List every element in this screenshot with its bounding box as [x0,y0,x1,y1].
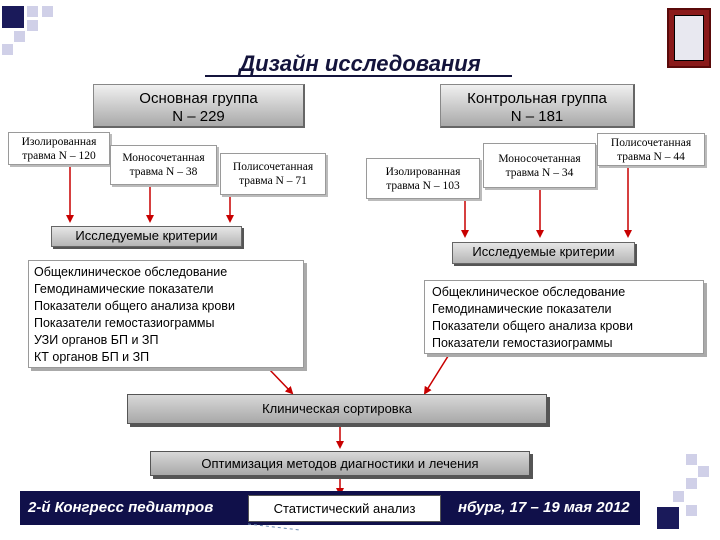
control-group-label: Контрольная группа [467,90,607,107]
main-isolated-trauma-count: травма N – 120 [22,149,96,162]
control-mono-trauma-label: Моносочетанная [498,152,581,165]
main-criteria-header: Исследуемые критерии [51,226,242,247]
main-mono-trauma-count: травма N – 38 [129,166,198,178]
control-criteria-header: Исследуемые критерии [452,242,635,264]
main-group-count: N – 229 [172,108,225,125]
main-poly-trauma-label: Полисочетанная [232,161,314,173]
control-criteria-list: Общеклиническое обследование Гемодинамич… [424,280,704,354]
main-poly-trauma-count: травма N – 71 [239,175,307,187]
main-mono-trauma-box: Моносочетанная травма N – 38 [110,145,217,185]
main-poly-trauma-box: Полисочетанная травма N – 71 [220,153,326,195]
main-criteria-item: Показатели общего анализа крови [34,299,235,313]
control-poly-trauma-count: травма N – 44 [617,150,685,163]
control-criteria-item: Гемодинамические показатели [432,302,612,316]
control-group-count: N – 181 [510,108,564,125]
main-criteria-item: УЗИ органов БП и ЗП [34,333,159,347]
main-criteria-item: Гемодинамические показатели [34,282,214,296]
main-group-label: Основная группа [139,90,258,107]
control-group-box: Контрольная группа N – 181 [440,84,635,128]
control-poly-trauma-label: Полисочетанная [610,136,692,149]
main-criteria-item: Общеклиническое обследование [34,265,228,279]
statistical-analysis-box: Статистический анализ [248,495,441,522]
main-criteria-list: Общеклиническое обследование Гемодинамич… [28,260,304,368]
arrow-control-list-to-sorting [423,352,451,395]
arrow-main-list-to-sorting [267,367,294,395]
title-underline [205,75,512,77]
footer-left-text: 2-й Конгресс педиатров [28,499,214,516]
page-title: Дизайн исследования [239,51,481,76]
footer-right-text: нбург, 17 – 19 мая 2012 [458,499,630,516]
main-criteria-item: КТ органов БП и ЗП [34,350,150,364]
control-mono-trauma-count: травма N – 34 [505,166,574,179]
control-criteria-item: Показатели гемостазиограммы [432,336,613,350]
control-criteria-item: Показатели общего анализа крови [432,319,633,333]
main-mono-trauma-label: Моносочетанная [122,152,205,164]
main-group-box: Основная группа N – 229 [93,84,305,128]
control-isolated-trauma-label: Изолированная [385,165,461,178]
control-isolated-trauma-count: травма N – 103 [386,179,460,192]
institution-seal-logo [667,8,711,68]
main-criteria-item: Показатели гемостазиограммы [34,316,215,330]
clinical-sorting-box: Клиническая сортировка [127,394,547,424]
control-criteria-item: Общеклиническое обследование [432,285,626,299]
main-isolated-trauma-label: Изолированная [21,135,97,148]
optimization-box: Оптимизация методов диагностики и лечени… [150,451,530,476]
